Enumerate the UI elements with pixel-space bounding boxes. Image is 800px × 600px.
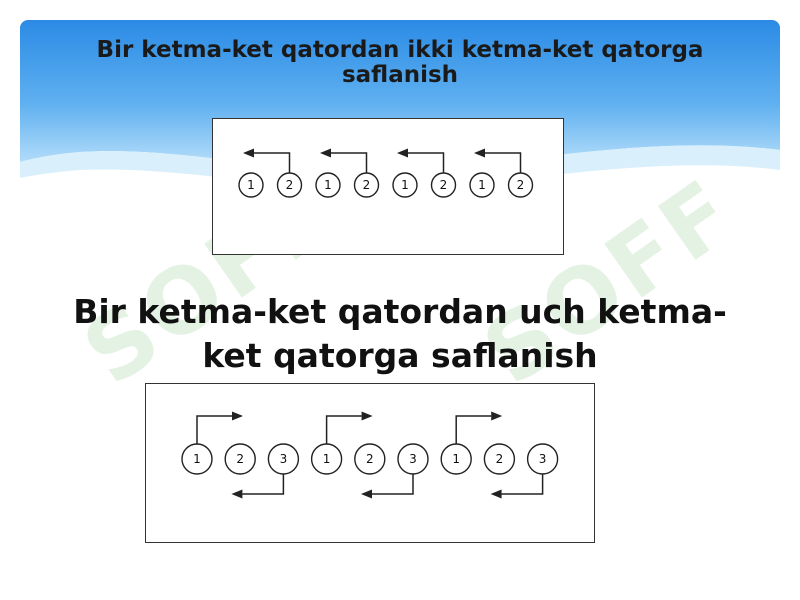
three-rows-diagram: 1 2 3 1 2 3 1 2 3 bbox=[145, 383, 595, 543]
position-number: 2 bbox=[366, 452, 374, 466]
arrow-line bbox=[484, 152, 522, 173]
arrow-head bbox=[320, 148, 331, 158]
position-number: 3 bbox=[539, 452, 547, 466]
move-arrow bbox=[243, 148, 291, 173]
arrow-line bbox=[407, 152, 445, 173]
position-number: 2 bbox=[496, 452, 504, 466]
position-number: 2 bbox=[517, 178, 525, 192]
position-number: 1 bbox=[193, 452, 201, 466]
position-number: 1 bbox=[478, 178, 486, 192]
move-arrow-up bbox=[455, 411, 503, 444]
arrow-line bbox=[330, 152, 368, 173]
arrow-line bbox=[372, 474, 414, 495]
position-circle: 2 bbox=[430, 172, 457, 198]
circle-shape bbox=[224, 443, 256, 475]
move-arrow-down bbox=[490, 474, 544, 499]
arrow-head bbox=[232, 411, 243, 421]
position-circle: 1 bbox=[310, 443, 343, 475]
arrow-line bbox=[325, 415, 362, 444]
circle-shape bbox=[469, 172, 495, 198]
arrow-head bbox=[361, 489, 372, 499]
position-circle: 2 bbox=[353, 172, 380, 198]
arrow-line bbox=[196, 415, 232, 444]
move-arrow-down bbox=[361, 474, 414, 499]
circle-shape bbox=[238, 172, 264, 198]
position-number: 1 bbox=[247, 178, 255, 192]
move-arrow bbox=[474, 148, 522, 173]
position-circle: 3 bbox=[397, 443, 429, 475]
position-circle: 2 bbox=[507, 172, 534, 198]
position-circle: 2 bbox=[483, 443, 516, 475]
arrow-line bbox=[501, 474, 544, 495]
arrow-head bbox=[474, 148, 485, 158]
arrow-head bbox=[397, 148, 408, 158]
position-circle: 2 bbox=[276, 172, 303, 198]
arrow-head bbox=[491, 411, 503, 421]
move-arrow bbox=[397, 148, 445, 173]
circle-shape bbox=[315, 172, 341, 198]
circle-shape bbox=[392, 172, 418, 198]
position-number: 1 bbox=[401, 178, 409, 192]
position-number: 2 bbox=[363, 178, 371, 192]
position-circle: 1 bbox=[181, 443, 213, 475]
position-circle: 1 bbox=[238, 172, 264, 198]
arrow-head bbox=[231, 489, 243, 499]
move-arrow-up bbox=[325, 411, 373, 444]
circle-shape bbox=[483, 443, 516, 475]
header-background bbox=[20, 20, 780, 220]
slide-title: Bir ketma-ket qatordan ikki ketma-ket qa… bbox=[96, 37, 704, 88]
position-circle: 3 bbox=[526, 443, 559, 475]
arrow-head bbox=[490, 489, 502, 499]
move-arrow bbox=[320, 148, 368, 173]
position-circle: 1 bbox=[469, 172, 495, 198]
position-number: 3 bbox=[409, 452, 417, 466]
position-number: 2 bbox=[440, 178, 448, 192]
section-heading: Bir ketma-ket qatordan uch ketma-ket qat… bbox=[73, 292, 727, 375]
position-number: 3 bbox=[280, 452, 288, 466]
position-circle: 1 bbox=[315, 172, 341, 198]
two-rows-diagram: 1 2 1 2 1 2 1 2 bbox=[212, 118, 564, 255]
arrow-line bbox=[455, 415, 492, 444]
arrow-line bbox=[242, 474, 285, 495]
move-arrow-up bbox=[196, 411, 243, 444]
position-circle: 1 bbox=[392, 172, 418, 198]
position-number: 2 bbox=[236, 452, 244, 466]
position-number: 1 bbox=[324, 178, 332, 192]
move-arrow-down bbox=[231, 474, 285, 499]
arrow-line bbox=[253, 152, 291, 173]
position-number: 1 bbox=[452, 452, 460, 466]
position-circle: 2 bbox=[354, 443, 386, 475]
position-circle: 1 bbox=[440, 443, 472, 475]
position-circle: 3 bbox=[267, 443, 300, 475]
circle-shape bbox=[354, 443, 386, 475]
position-circle: 2 bbox=[224, 443, 256, 475]
position-number: 1 bbox=[323, 452, 331, 466]
arrow-head bbox=[243, 148, 254, 158]
position-number: 2 bbox=[286, 178, 294, 192]
arrow-head bbox=[361, 411, 373, 421]
